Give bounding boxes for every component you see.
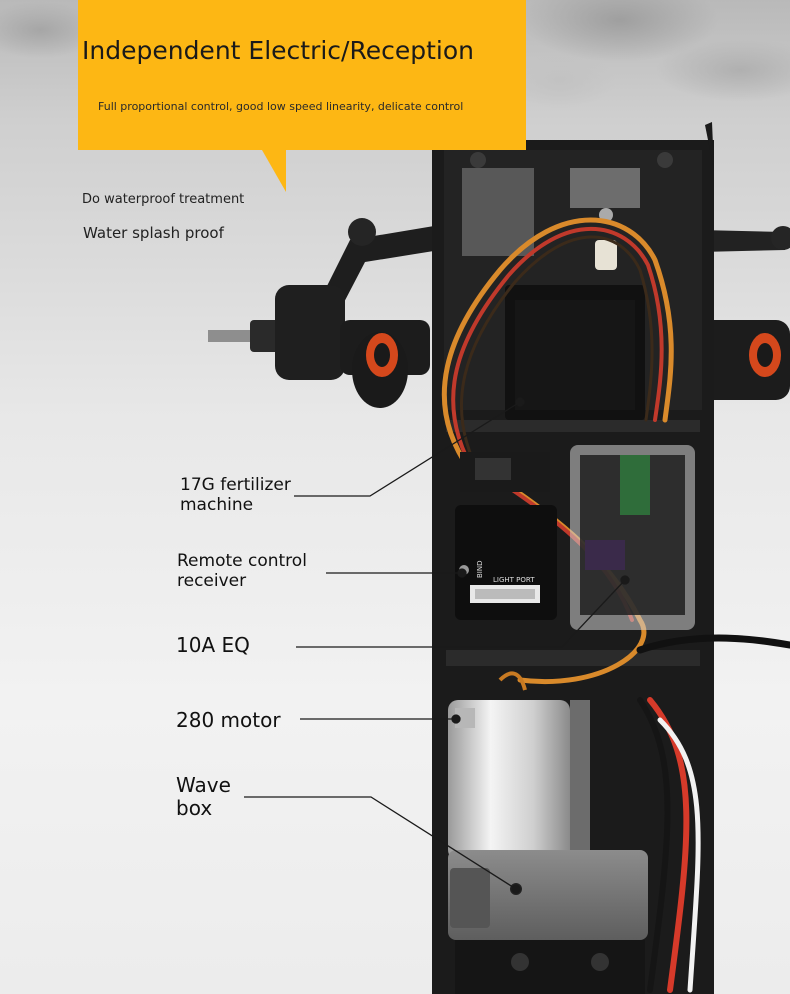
callout-motor: 280 motor	[176, 709, 281, 732]
front-suspension	[208, 218, 790, 408]
bind-label: BIND	[476, 561, 484, 579]
callout-esc: 10A EQ	[176, 634, 250, 657]
header-callout-tail	[262, 150, 286, 192]
light-port-label: LIGHT PORT	[493, 576, 535, 584]
callout-gearbox-line-2: box	[176, 796, 213, 820]
callout-servo: 17G fertilizer machine	[180, 475, 291, 515]
callout-receiver-line-1: Remote control	[177, 551, 307, 571]
callout-gearbox-line-1: Wave	[176, 773, 231, 797]
remote-receiver: LIGHT PORT BIND	[455, 452, 557, 620]
page-subtitle: Full proportional control, good low spee…	[98, 100, 464, 113]
feature-waterproof: Do waterproof treatment	[82, 192, 245, 207]
callout-esc-line-1: 10A EQ	[176, 633, 250, 657]
esc-board	[570, 445, 695, 630]
callout-motor-line-1: 280 motor	[176, 708, 281, 732]
header-callout	[78, 0, 526, 150]
callout-servo-line-1: 17G fertilizer	[180, 475, 291, 495]
page-title: Independent Electric/Reception	[82, 36, 474, 65]
callout-receiver-line-2: receiver	[177, 570, 247, 591]
callout-servo-line-2: machine	[180, 494, 254, 515]
feature-splash-proof: Water splash proof	[83, 224, 224, 242]
servo-17g	[505, 208, 645, 420]
gearbox	[448, 850, 648, 994]
callout-gearbox: Wave box	[176, 774, 231, 820]
motor-280	[448, 671, 590, 860]
leader-lines	[244, 397, 630, 894]
callout-receiver: Remote control receiver	[177, 551, 307, 591]
